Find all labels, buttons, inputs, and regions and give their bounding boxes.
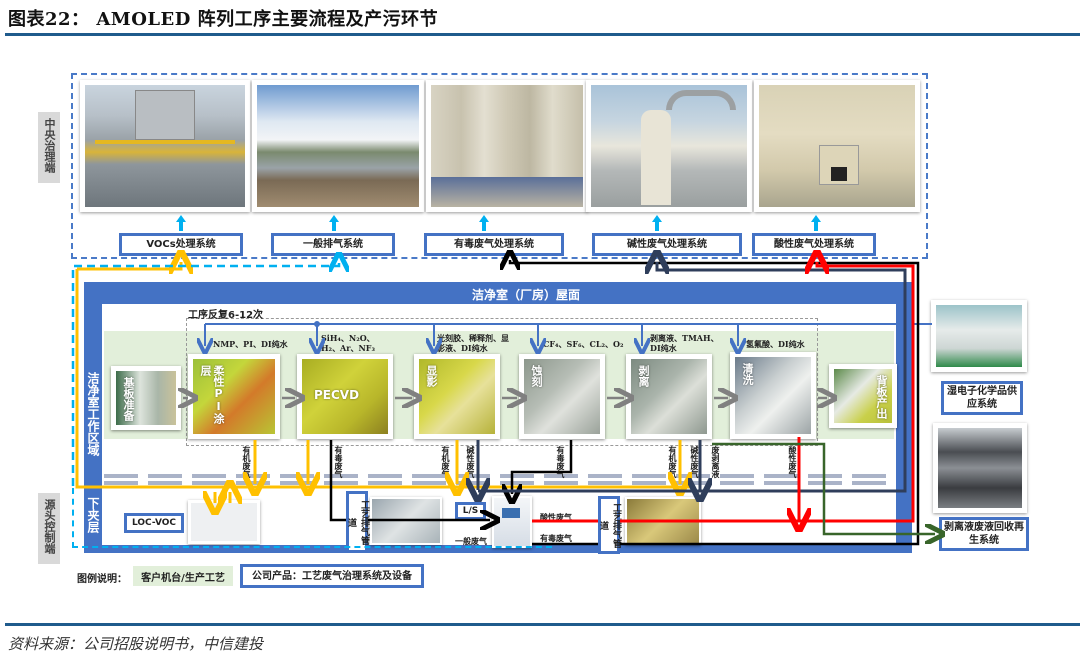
emission-label-organic: 有机废气 — [441, 446, 450, 478]
photo-voc-treatment — [80, 80, 250, 212]
step-substrate-prep: 基板准备 — [111, 366, 181, 430]
photo-acid-scrubber — [754, 80, 920, 212]
source-control-area — [72, 488, 552, 548]
step-backplane-output: 背板产出 — [829, 364, 897, 428]
central-treatment-area — [71, 73, 928, 259]
general-gas-label: 一般废气 — [455, 537, 487, 546]
chem-pi-coating: NMP、PI、DI纯水 — [213, 339, 288, 349]
step-etching: 蚀刻 — [519, 354, 605, 439]
step-pi-coating: 柔性PI涂层 — [188, 354, 280, 439]
photo-general-exhaust — [252, 80, 424, 212]
legend-company-product: 公司产品：工艺废气治理系统及设备 — [240, 564, 424, 588]
cleanroom-roof-label: 洁净室（厂房）屋面 — [472, 288, 581, 302]
chem-pecvd: SiH₄、N₂O、H₂、Ar、NF₃ — [321, 333, 375, 353]
chem-cleaning: 氢氟酸、DI纯水 — [746, 339, 805, 349]
up-arrow-icon — [479, 215, 489, 231]
chem-development: 光刻胶、稀释剂、显影液、DI纯水 — [437, 333, 509, 353]
system-toxic-gas: 有毒废气处理系统 — [424, 233, 564, 256]
up-arrow-icon — [811, 215, 821, 231]
system-alkaline-gas: 碱性废气处理系统 — [592, 233, 742, 256]
emission-label-alkaline: 碱性废气 — [690, 446, 699, 478]
chem-etching: CF₄、SF₆、CL₂、O₂ — [543, 339, 624, 349]
footer-divider — [5, 623, 1080, 626]
legend-title: 图例说明： — [77, 574, 127, 585]
step-pecvd: PECVD — [297, 354, 393, 439]
emission-label-stripping-waste: 废剥离液 — [711, 446, 720, 478]
lower-mezzanine-label: 下夹层 — [86, 497, 100, 533]
lane-divider — [104, 474, 894, 478]
lane-divider — [104, 481, 894, 485]
chem-stripping: 剥离液、TMAH、DI纯水 — [650, 333, 719, 353]
photo-toxic-scrubber — [426, 80, 588, 212]
photo-stripping-recovery — [933, 423, 1027, 513]
step-development: 显影 — [414, 354, 500, 439]
emission-label-acid: 酸性废气 — [788, 446, 797, 478]
cleanroom-bottom-band — [84, 545, 912, 553]
step-cleaning: 清洗 — [730, 352, 816, 439]
system-acid-gas: 酸性废气处理系统 — [752, 233, 876, 256]
up-arrow-icon — [652, 215, 662, 231]
repeat-note: 工序反复6-12次 — [188, 310, 264, 321]
emission-label-organic: 有机废气 — [668, 446, 677, 478]
legend-customer: 客户机台/生产工艺 — [133, 566, 233, 586]
system-wet-chemical-supply: 湿电子化学品供应系统 — [941, 381, 1023, 415]
cleanroom-right-band — [896, 282, 912, 553]
emission-label-alkaline: 碱性废气 — [466, 446, 475, 478]
loc-voc-box: LOC-VOC — [124, 513, 184, 533]
up-arrow-icon — [176, 215, 186, 231]
process-exhaust-duct-1: 工艺排气管道 — [346, 491, 369, 553]
cleanroom-work-area-label: 洁净室工作区域 — [86, 372, 100, 456]
process-exhaust-duct-2: 工艺排气管道 — [598, 496, 621, 554]
emission-label-toxic: 有毒废气 — [334, 446, 343, 478]
title-divider — [5, 33, 1080, 36]
emission-label-toxic: 有毒废气 — [556, 446, 565, 478]
figure-title: 图表22： AMOLED 阵列工序主要流程及产污环节 — [8, 9, 439, 30]
central-section-label: 中央治理端 — [38, 112, 60, 183]
source-control-section-label: 源头控制端 — [38, 493, 60, 564]
system-general-exhaust: 一般排气系统 — [271, 233, 395, 256]
step-stripping: 剥离 — [626, 354, 712, 439]
source-note: 资料来源：公司招股说明书，中信建投 — [8, 635, 264, 653]
photo-alkaline-scrubber — [586, 80, 752, 212]
system-voc: VOCs处理系统 — [119, 233, 243, 256]
emission-label-organic: 有机废气 — [242, 446, 251, 478]
system-stripping-recovery: 剥离液废液回收再生系统 — [939, 517, 1029, 551]
up-arrow-icon — [329, 215, 339, 231]
photo-wet-chemical-supply — [931, 300, 1027, 372]
photo-exhaust-duct-2 — [625, 497, 701, 545]
